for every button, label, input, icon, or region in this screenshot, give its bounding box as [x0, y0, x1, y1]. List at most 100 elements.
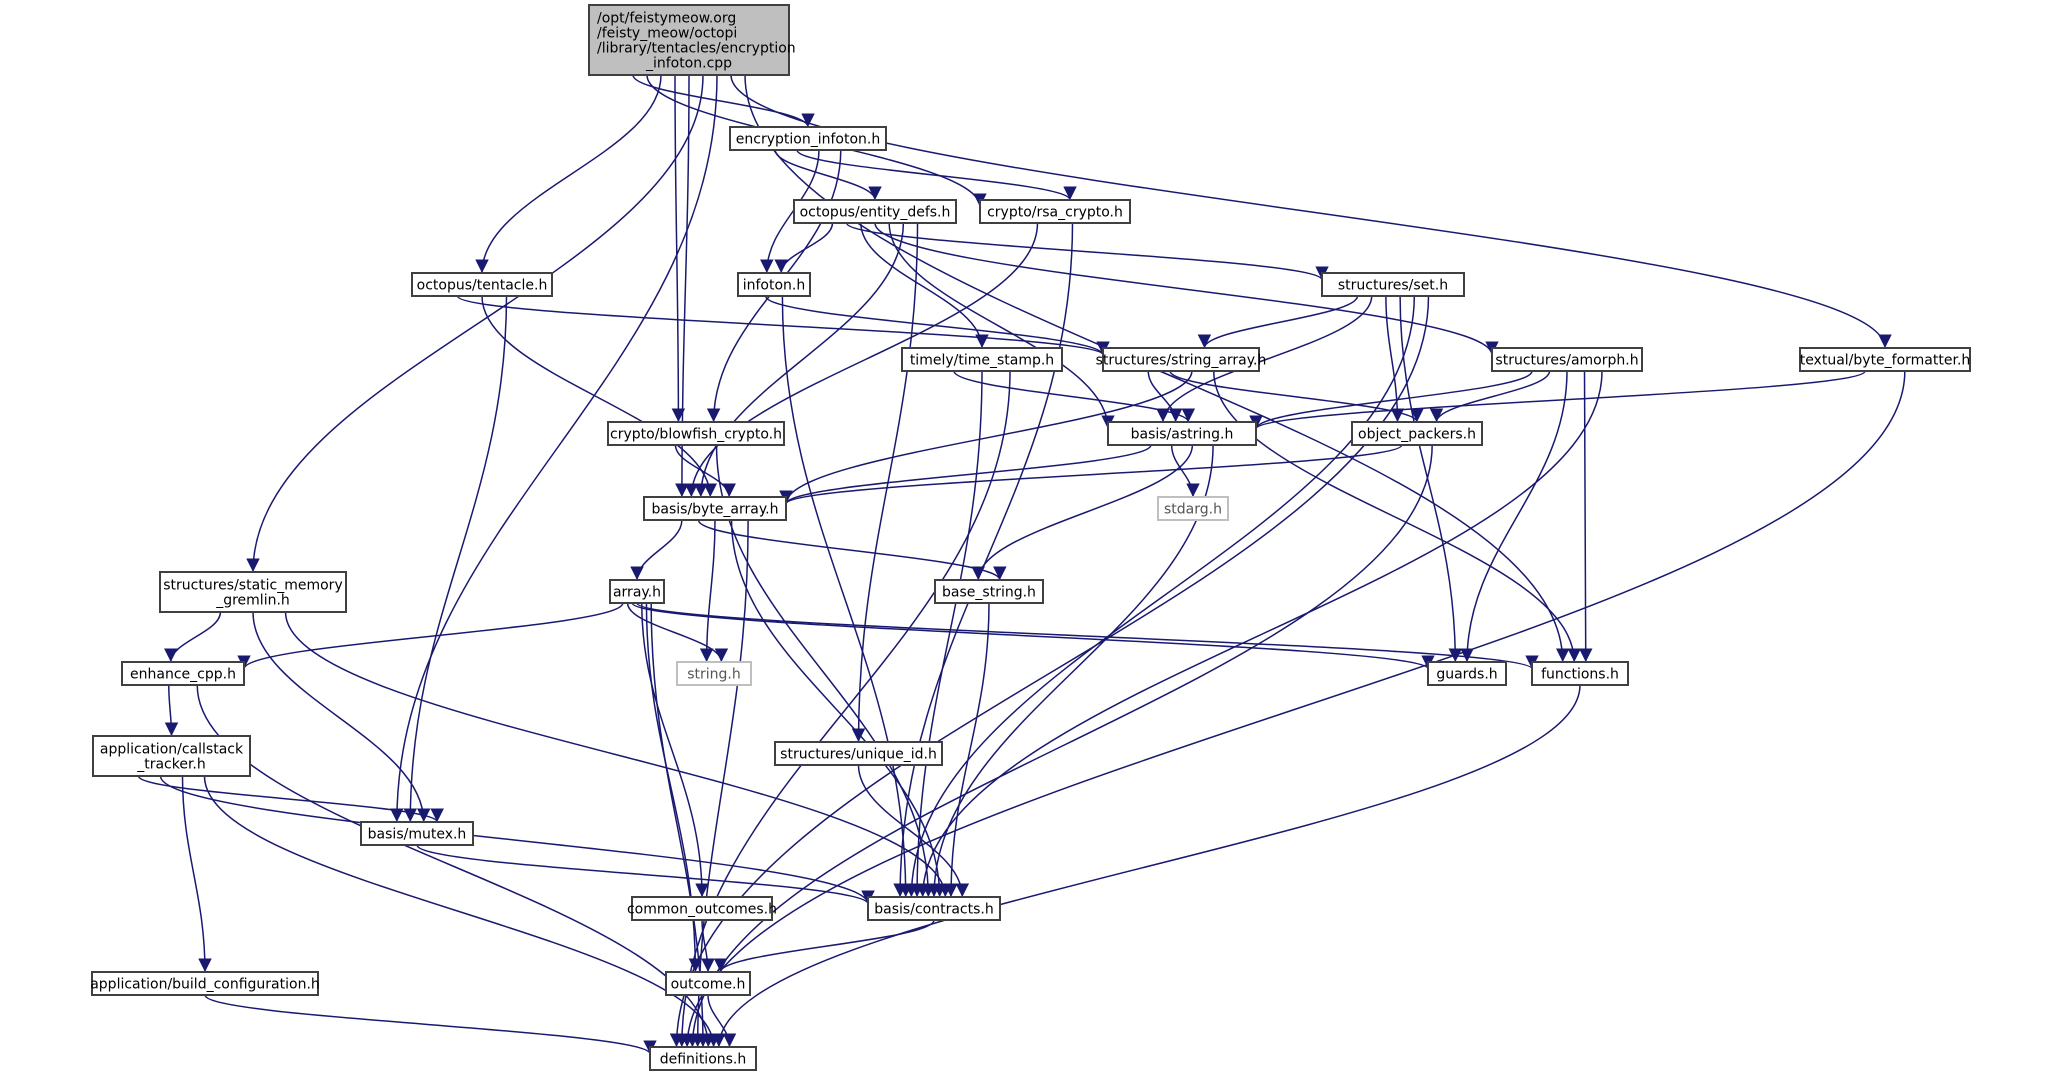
- edge-line: [796, 149, 1077, 201]
- node-label: structures/amorph.h: [1495, 353, 1638, 369]
- edge-line: [707, 994, 737, 1048]
- edge-contracts-to-outcome: [713, 919, 935, 973]
- node-time-stamp[interactable]: timely/time_stamp.h: [901, 347, 1063, 372]
- node-label: application/build_configuration.h: [90, 977, 320, 993]
- edge-byte_formatter-to-astring: [1249, 370, 1866, 430]
- node-stdarg: stdarg.h: [1157, 496, 1229, 521]
- node-byte-array[interactable]: basis/byte_array.h: [643, 496, 787, 521]
- edge-amorph-to-object_packers: [1429, 370, 1551, 423]
- edge-byte_array-to-string_h: [699, 519, 716, 663]
- node-string-array[interactable]: structures/string_array.h: [1096, 347, 1267, 372]
- edge-line: [904, 295, 1416, 898]
- node-encryption-infoton-h[interactable]: encryption_infoton.h: [729, 126, 887, 151]
- node-box: [676, 661, 752, 686]
- edge-amorph-to-contracts: [915, 370, 1603, 898]
- edge-infoton-to-string_array: [764, 295, 1110, 356]
- edge-line: [701, 919, 715, 973]
- edge-array-to-enhance_cpp: [237, 602, 624, 670]
- edge-entity_defs-to-set: [845, 222, 1329, 281]
- edge-amorph-to-guards: [1460, 370, 1568, 663]
- node-set[interactable]: structures/set.h: [1321, 272, 1465, 297]
- edge-line: [779, 444, 1403, 505]
- edge-line: [1460, 370, 1568, 663]
- edge-line: [246, 74, 704, 573]
- edge-encryption_infoton_h-to-entity_defs: [774, 149, 882, 201]
- edge-line: [1169, 370, 1424, 423]
- edge-infoton-to-contracts: [781, 295, 913, 898]
- node-contracts[interactable]: basis/contracts.h: [867, 896, 1001, 921]
- node-label: infoton.h: [743, 278, 806, 294]
- node-box: [631, 896, 773, 921]
- node-functions[interactable]: functions.h: [1531, 661, 1629, 686]
- edge-enhance_cpp-to-callstack_tracker: [164, 684, 179, 737]
- edge-line: [640, 602, 709, 898]
- edge-line: [910, 370, 983, 898]
- node-entity-defs[interactable]: octopus/entity_defs.h: [793, 199, 957, 224]
- node-guards[interactable]: guards.h: [1427, 661, 1507, 686]
- node-label: _gremlin.h: [215, 593, 290, 609]
- edge-time_stamp-to-definitions: [675, 370, 1011, 1048]
- edge-line: [857, 764, 970, 898]
- node-mutex[interactable]: basis/mutex.h: [360, 821, 474, 846]
- node-box: [774, 741, 943, 766]
- edge-line: [779, 370, 1193, 504]
- node-infoton[interactable]: infoton.h: [737, 272, 811, 297]
- edge-callstack_tracker-to-contracts: [159, 775, 875, 905]
- edge-root-to-byte_formatter: [730, 74, 1892, 349]
- edge-entity_defs-to-byte_array: [694, 222, 905, 498]
- node-array[interactable]: array.h: [609, 579, 665, 604]
- edge-line: [203, 775, 721, 1048]
- edge-line: [481, 295, 717, 498]
- node-astring[interactable]: basis/astring.h: [1107, 421, 1257, 446]
- node-label: textual/byte_formatter.h: [1800, 353, 1971, 369]
- node-label: application/callstack: [100, 742, 244, 758]
- node-object-packers[interactable]: object_packers.h: [1351, 421, 1483, 446]
- edge-line: [204, 994, 657, 1055]
- edge-line: [694, 222, 905, 498]
- edge-line: [671, 74, 686, 423]
- node-byte-formatter[interactable]: textual/byte_formatter.h: [1799, 347, 1971, 372]
- node-tentacle[interactable]: octopus/tentacle.h: [411, 272, 553, 297]
- edge-line: [953, 370, 1195, 423]
- node-box: [665, 971, 751, 996]
- node-unique-id[interactable]: structures/unique_id.h: [774, 741, 943, 766]
- node-outcome[interactable]: outcome.h: [665, 971, 751, 996]
- edge-base_string-to-contracts: [944, 602, 990, 898]
- node-label: functions.h: [1541, 667, 1619, 683]
- edge-root-to-static_memory_gremlin: [246, 74, 704, 573]
- edge-line: [699, 519, 716, 663]
- node-enhance-cpp[interactable]: enhance_cpp.h: [121, 661, 245, 686]
- edge-line: [630, 519, 683, 581]
- node-common-outcomes[interactable]: common_outcomes.h: [627, 896, 777, 921]
- node-build-configuration[interactable]: application/build_configuration.h: [90, 971, 320, 996]
- node-base-string[interactable]: base_string.h: [934, 579, 1044, 604]
- node-callstack-tracker[interactable]: application/callstack_tracker.h: [92, 735, 251, 777]
- edge-rsa_crypto-to-contracts: [893, 222, 1074, 898]
- node-label: base_string.h: [942, 585, 1036, 601]
- node-box: [1321, 272, 1465, 297]
- node-rsa-crypto[interactable]: crypto/rsa_crypto.h: [979, 199, 1131, 224]
- edge-static_memory_gremlin-to-contracts: [284, 611, 952, 898]
- node-box: [360, 821, 474, 846]
- node-blowfish[interactable]: crypto/blowfish_crypto.h: [607, 421, 785, 446]
- edge-line: [845, 222, 1329, 281]
- node-box: [1799, 347, 1971, 372]
- edge-array-to-functions: [636, 602, 1539, 670]
- node-label: structures/string_array.h: [1096, 353, 1267, 369]
- edge-line: [137, 775, 444, 823]
- edge-astring-to-stdarg: [1170, 444, 1200, 498]
- node-static-memory-gremlin[interactable]: structures/static_memory_gremlin.h: [159, 571, 347, 613]
- edge-line: [284, 611, 952, 898]
- edge-set-to-object_packers: [1385, 295, 1405, 423]
- edge-common_outcomes-to-outcome: [701, 919, 715, 973]
- node-label: crypto/rsa_crypto.h: [987, 205, 1123, 221]
- edge-line: [252, 611, 431, 823]
- node-definitions[interactable]: definitions.h: [649, 1046, 757, 1071]
- edge-line: [636, 602, 1539, 670]
- edge-entity_defs-to-astring: [888, 222, 1115, 429]
- node-amorph[interactable]: structures/amorph.h: [1491, 347, 1643, 372]
- edge-static_memory_gremlin-to-mutex: [252, 611, 431, 823]
- edge-line: [631, 602, 1435, 670]
- node-box: [609, 579, 665, 604]
- edge-byte_formatter-to-definitions: [680, 370, 1906, 1048]
